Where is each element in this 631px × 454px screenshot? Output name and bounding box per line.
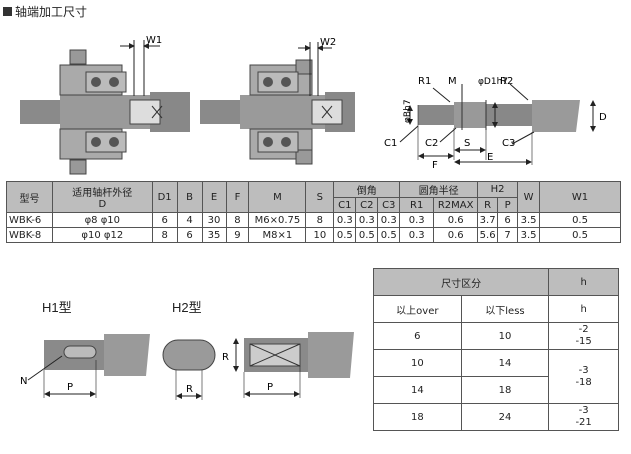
r2-label: R2 bbox=[500, 76, 513, 87]
table-row: WBK-8 φ10 φ12 8 6 35 9 M8×1 10 0.5 0.5 0… bbox=[6, 227, 621, 243]
table-row: 14 18 bbox=[373, 376, 619, 404]
h2-type-drawing: R R P bbox=[162, 332, 354, 400]
col-radius: 圆角半径 bbox=[399, 181, 479, 198]
rr-label: R bbox=[222, 352, 229, 363]
s-label: S bbox=[464, 138, 470, 149]
c3-label: C3 bbox=[502, 138, 515, 149]
col-r: R bbox=[477, 197, 499, 213]
bullet-square-icon bbox=[3, 7, 12, 16]
col-h: h bbox=[548, 268, 619, 296]
col-h2: H2 bbox=[477, 181, 519, 198]
col-s: S bbox=[305, 181, 335, 213]
d1-label: φD1h7 bbox=[478, 77, 508, 87]
sub-over: 以上over bbox=[373, 295, 462, 323]
col-d1: D1 bbox=[151, 181, 178, 213]
tolerance-table: 尺寸区分 h 以上over 以下less h 6 10 -2 -15 10 14… bbox=[372, 268, 619, 431]
r1-label: R1 bbox=[418, 76, 431, 87]
shaft-dimension-drawing: R1 M φD1h7 R2 φBh7 D C1 C2 S C3 F E bbox=[384, 76, 607, 171]
bearing-assembly-1: W1 bbox=[20, 35, 190, 175]
col-p: P bbox=[497, 197, 519, 213]
page-title: 轴端加工尺寸 bbox=[3, 3, 87, 20]
col-model: 型号 bbox=[6, 181, 53, 213]
sub-less: 以下less bbox=[460, 295, 550, 323]
col-b: B bbox=[176, 181, 203, 213]
e-label: E bbox=[487, 152, 493, 163]
col-c1: C1 bbox=[333, 197, 357, 213]
w1-label: W1 bbox=[146, 35, 162, 46]
p2-label: P bbox=[267, 382, 273, 393]
p1-label: P bbox=[67, 382, 73, 393]
col-dim: 尺寸区分 bbox=[372, 268, 550, 296]
col-r2max: R2MAX bbox=[433, 197, 479, 213]
w2-label: W2 bbox=[320, 37, 336, 48]
col-w1: W1 bbox=[539, 181, 621, 213]
col-c3: C3 bbox=[377, 197, 401, 213]
col-e: E bbox=[201, 181, 227, 213]
sub-h: h bbox=[548, 295, 619, 323]
col-c2: C2 bbox=[355, 197, 379, 213]
c2-label: C2 bbox=[425, 138, 438, 149]
table-row: 6 10 -2 -15 bbox=[373, 322, 619, 350]
col-f: F bbox=[225, 181, 250, 213]
f-label: F bbox=[432, 160, 438, 171]
col-r1: R1 bbox=[399, 197, 435, 213]
m-label: M bbox=[448, 76, 457, 87]
bearing-assembly-2: W2 bbox=[200, 37, 355, 165]
r-label: R bbox=[186, 384, 193, 395]
col-m: M bbox=[248, 181, 307, 213]
d-label: D bbox=[599, 112, 607, 123]
h2-type-title: H2型 bbox=[172, 300, 202, 315]
col-chamfer: 倒角 bbox=[333, 181, 401, 198]
table-row: 18 24 -3 -21 bbox=[373, 403, 619, 431]
table-row: 10 14 -3 -18 bbox=[373, 349, 619, 404]
page-title-text: 轴端加工尺寸 bbox=[15, 5, 88, 19]
n-label: N bbox=[20, 376, 27, 387]
col-w: W bbox=[517, 181, 541, 213]
h1-type-title: H1型 bbox=[42, 300, 72, 315]
bh7-label: φBh7 bbox=[403, 99, 413, 123]
h1-type-drawing: N P bbox=[20, 334, 150, 398]
table-row: WBK-6 φ8 φ10 6 4 30 8 M6×0.75 8 0.3 0.3 … bbox=[6, 212, 621, 228]
c1-label: C1 bbox=[384, 138, 397, 149]
